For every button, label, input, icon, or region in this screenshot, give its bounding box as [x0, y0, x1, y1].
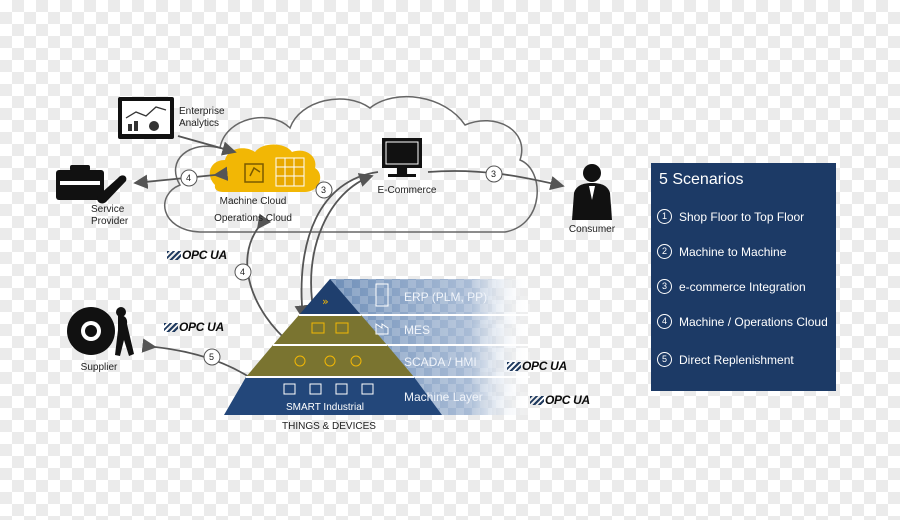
- scenario-number: 2: [657, 244, 672, 259]
- enterprise-analytics-label: Enterprise: [179, 106, 225, 117]
- arrow-ecommerce-pyramid-2: [310, 173, 374, 319]
- service-provider-label: Service: [91, 204, 125, 215]
- step-circles: [180, 165, 503, 366]
- panel-title: 5 Scenarios: [659, 171, 744, 188]
- service-provider-icon: [56, 165, 127, 204]
- computer-monitor-icon: [382, 138, 422, 177]
- opc-ua-logo: OPC UA: [167, 248, 227, 262]
- scenarios-panel: 5 Scenarios 1 Shop Floor to Top Floor 2 …: [651, 163, 836, 391]
- arrow-analytics: [177, 135, 237, 156]
- arrow-cloud-pyramid: [246, 213, 294, 347]
- layer-label-scada: SCADA / HMI: [404, 355, 477, 369]
- svg-text:»: »: [322, 295, 329, 308]
- opc-ua-logo: OPC UA: [530, 393, 590, 407]
- scenario-label: Machine to Machine: [679, 244, 787, 259]
- scenario-number: 1: [657, 209, 672, 224]
- things-devices-label: THINGS & DEVICES: [282, 421, 376, 432]
- step-number: 4: [186, 173, 192, 183]
- layer-label-machine: Machine Layer: [404, 390, 483, 404]
- analytics-monitor-icon: [118, 97, 174, 139]
- scenario-number: 3: [657, 279, 672, 294]
- scenario-number: 4: [657, 314, 672, 329]
- supplier-label: Supplier: [80, 362, 118, 373]
- consumer-label: Consumer: [568, 224, 616, 235]
- opc-ua-logo: OPC UA: [507, 359, 567, 373]
- scenario-label: Shop Floor to Top Floor: [679, 209, 805, 224]
- machine-cloud-label: Machine Cloud: [219, 196, 287, 207]
- scenario-item: 5 Direct Replenishment: [657, 352, 794, 367]
- robot-arm-icon: [244, 163, 264, 183]
- scenario-item: 4 Machine / Operations Cloud: [657, 314, 828, 329]
- layer-label-mes: MES: [404, 323, 431, 337]
- cube-grid-icon: [275, 157, 305, 187]
- scenario-item: 2 Machine to Machine: [657, 244, 786, 259]
- operations-cloud-label: Operations Cloud: [214, 213, 292, 224]
- smart-industrial-label: SMART Industrial: [286, 402, 364, 413]
- step-number: 5: [209, 352, 215, 362]
- service-provider-label: Provider: [91, 216, 129, 227]
- step-number: 3: [491, 169, 497, 179]
- consumer-person-icon: [572, 164, 612, 220]
- opc-ua-logo: OPC UA: [164, 320, 224, 334]
- scenario-item: 1 Shop Floor to Top Floor: [657, 209, 804, 224]
- enterprise-analytics-label: Analytics: [179, 118, 220, 129]
- arrow-service-provider: [133, 166, 229, 189]
- automation-pyramid: »: [224, 279, 530, 415]
- supplier-tire-icon: [67, 307, 134, 356]
- step-number: 4: [240, 267, 246, 277]
- scenario-label: Direct Replenishment: [679, 352, 794, 367]
- ecommerce-label: E-Commerce: [377, 185, 437, 196]
- step-number: 3: [321, 185, 327, 195]
- scenario-number: 5: [657, 352, 672, 367]
- layer-label-erp: ERP (PLM, PP): [404, 290, 488, 304]
- scenario-label: e-commerce Integration: [679, 279, 806, 294]
- scenario-label: Machine / Operations Cloud: [679, 314, 828, 329]
- scenario-item: 3 e-commerce Integration: [657, 279, 806, 294]
